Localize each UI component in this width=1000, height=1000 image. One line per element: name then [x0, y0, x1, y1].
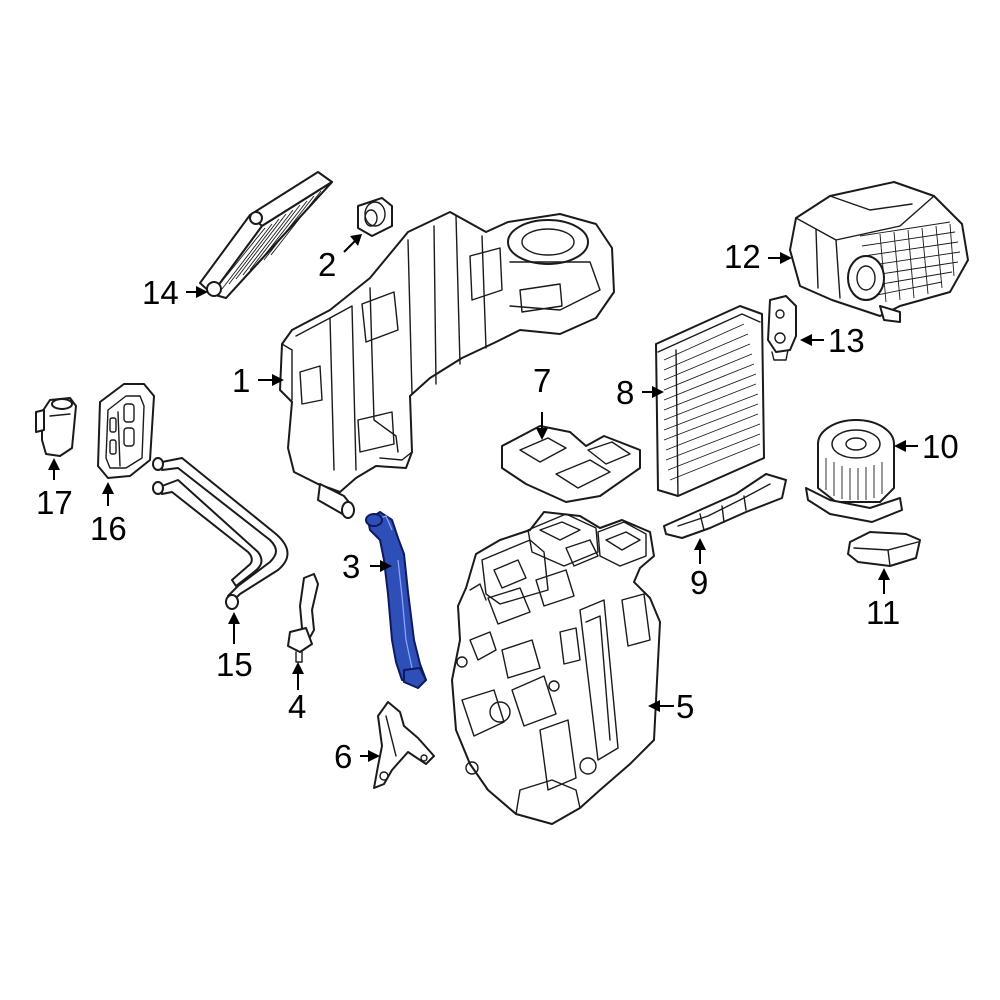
part-10-blower-motor[interactable] — [805, 419, 903, 523]
part-12-blower-housing[interactable] — [789, 181, 969, 323]
callout-2: 2 — [318, 246, 336, 283]
callout-3: 3 — [342, 548, 360, 585]
callout-9: 9 — [690, 564, 708, 601]
callout-13: 13 — [828, 322, 865, 359]
part-15-tubes[interactable] — [152, 457, 289, 610]
callout-labels: 1 2 3 4 5 6 7 8 9 10 11 12 13 14 15 16 1… — [36, 238, 959, 775]
callout-15: 15 — [216, 646, 253, 683]
callout-1: 1 — [232, 362, 250, 399]
part-5-lower-housing[interactable] — [451, 511, 661, 825]
part-16-vent-grille[interactable] — [97, 383, 155, 479]
part-7-seal[interactable] — [501, 425, 641, 503]
callout-7: 7 — [533, 362, 551, 399]
part-14-heater-core[interactable] — [199, 171, 333, 299]
callout-5: 5 — [676, 688, 694, 725]
callout-14: 14 — [142, 274, 179, 311]
callout-17: 17 — [36, 484, 73, 521]
part-2-grommet[interactable] — [357, 197, 393, 237]
part-6-bracket[interactable] — [373, 701, 435, 789]
callout-4: 4 — [288, 688, 306, 725]
part-8-cabin-filter[interactable] — [655, 305, 765, 497]
part-1-upper-housing[interactable] — [279, 211, 615, 519]
callout-12: 12 — [724, 238, 761, 275]
callout-8: 8 — [616, 374, 634, 411]
part-9-bracket[interactable] — [663, 473, 787, 539]
leader-lines — [48, 234, 918, 762]
part-3-drain-hose[interactable] — [365, 511, 427, 689]
part-4-sensor[interactable] — [287, 573, 319, 663]
callout-6: 6 — [334, 738, 352, 775]
part-17-switch[interactable] — [35, 397, 77, 457]
callout-10: 10 — [922, 428, 959, 465]
callout-11: 11 — [866, 594, 900, 631]
part-13-sensor[interactable] — [767, 295, 797, 361]
callout-16: 16 — [90, 510, 127, 547]
part-11-actuator[interactable] — [847, 531, 921, 567]
